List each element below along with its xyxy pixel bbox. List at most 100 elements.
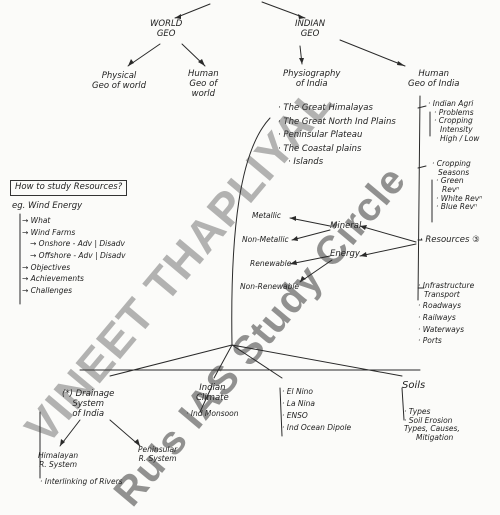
himalayan-line-2: R. System (39, 459, 78, 469)
node-energy: Energy (330, 249, 360, 259)
soil-item: Types, Causes, (404, 424, 460, 434)
bottom-to-drainage (109, 344, 233, 377)
soils-line (401, 387, 405, 421)
bottom-to-climate (213, 344, 233, 379)
season-item: · Cropping (432, 159, 471, 168)
node-human-geo-of-india: Human Geo of India (408, 69, 459, 90)
spine-tick-agri (417, 105, 427, 109)
phenomenon-item: · La Nina (282, 399, 315, 408)
phenomenon-item: · El Nino (282, 387, 314, 396)
infra-item: · Roadways (418, 301, 462, 311)
bottom-to-soils (231, 344, 403, 377)
study-item: → What (22, 216, 51, 225)
physical-line-1: Physical (101, 71, 137, 81)
season-item: · Green (436, 176, 464, 186)
soil-item: · Soil Erosion (404, 415, 453, 425)
mineral-to-nonmetallic (291, 229, 331, 241)
physiography-item: · Islands (288, 157, 324, 168)
node-human-geo-of-world: Human Geo of world (188, 69, 219, 99)
resources-to-energy (359, 243, 417, 257)
study-item: → Objectives (22, 262, 71, 272)
season-item: Seasons (438, 167, 470, 177)
world-geo-line-2: GEO (156, 28, 176, 39)
physiography-item: · Peninsular Plateau (278, 130, 363, 141)
phenomena-list: · El Nino · La Nina · ENSO · Ind Ocean D… (282, 386, 351, 434)
world-human-line-2: Geo of (189, 78, 218, 89)
infra-item: · Infrastructure (418, 281, 475, 290)
study-item: → Offshore - Adv | Disadv (30, 250, 126, 260)
study-item: → Wind Farms (22, 227, 76, 237)
physiography-item: · The Great Himalayas (278, 103, 373, 113)
infra-item: · Waterways (418, 324, 465, 334)
arrowhead-world-human (198, 59, 205, 66)
spine-tick-seasons (417, 165, 427, 169)
node-physical-geo-of-world: Physical Geo of world (92, 71, 147, 92)
physiography-title-1: Physiography (283, 69, 341, 79)
phenomenon-item: · ENSO (282, 411, 308, 420)
peninsular-line-2: R. System (138, 453, 177, 463)
physiography-title-2: of India (295, 78, 328, 89)
physiography-list: · The Great Himalayas · The Great North … (278, 102, 396, 170)
node-drainage-system: (*) Drainage System of India (62, 389, 114, 419)
season-item: · Blue Revⁿ (436, 202, 478, 212)
infrastructure-list: · Infrastructure Transport · Roadways · … (418, 281, 475, 346)
infra-item: Transport (424, 289, 460, 299)
arrowhead-world-geo (175, 14, 181, 19)
arrowhead-renewable (290, 260, 297, 265)
node-non-renewable: Non-Renewable (240, 282, 300, 291)
node-soils: Soils (402, 380, 426, 391)
node-resources: · Resources ③ (420, 235, 480, 245)
node-metallic: Metallic (252, 211, 281, 220)
resources-to-mineral (359, 225, 417, 243)
node-renewable: Renewable (250, 259, 292, 268)
peninsular-line-1: Peninsular (138, 445, 178, 454)
node-non-metallic: Non-Metallic (242, 235, 289, 244)
arrow-to-human-india (339, 39, 406, 67)
bottom-to-phenomena (231, 344, 283, 379)
world-human-line-3: world (191, 88, 216, 99)
soil-item: Mitigation (416, 432, 454, 442)
physiography-item: · The Coastal plains (278, 143, 362, 154)
physical-line-2: Geo of world (92, 80, 147, 91)
node-peninsular-river-system: Peninsular R. System (138, 445, 178, 463)
agri-item: High / Low (440, 133, 480, 143)
indian-geo-line-2: GEO (300, 28, 320, 39)
arrowhead-physical (128, 59, 134, 66)
study-item: → Achievements (22, 274, 84, 284)
arrowhead-himalayan (60, 439, 65, 446)
season-item: Revⁿ (442, 184, 460, 194)
climate-line-1: Indian (199, 383, 226, 393)
arrowhead-indian-geo (298, 14, 305, 19)
himalayan-line-1: Himalayan (38, 451, 79, 460)
physiography-item: · The Great North Ind Plains (278, 116, 396, 127)
node-himalayan-river-system: Himalayan R. System (38, 451, 79, 469)
node-interlinking-rivers: · Interlinking of Rivers (40, 477, 123, 486)
mind-map-connectors (19, 1, 433, 479)
study-items-list: → What → Wind Farms → Onshore - Adv | Di… (22, 215, 126, 296)
indian-agri-list: · Indian Agri · Problems · Cropping Inte… (428, 99, 480, 143)
arrowhead-human-india (397, 61, 405, 66)
human-india-title-1: Human (418, 69, 450, 79)
infra-item: · Railways (418, 312, 456, 322)
study-item: → Onshore - Adv | Disadv (30, 239, 125, 249)
node-mineral: Mineral (330, 221, 362, 231)
cropping-seasons-list: · Cropping Seasons · Green Revⁿ · White … (432, 159, 482, 212)
physiography-to-bottom-curve (231, 117, 271, 346)
energy-to-nonrenewable (299, 259, 333, 283)
infra-item: · Ports (418, 336, 442, 346)
agri-item: · Indian Agri (428, 99, 474, 108)
study-box-title: How to study Resources? (10, 180, 128, 196)
drainage-line-2: System (72, 398, 105, 409)
phenomenon-item: · Ind Ocean Dipole (282, 423, 352, 432)
human-india-spine (417, 95, 421, 301)
climate-line (199, 385, 213, 413)
arrowhead-nonrenewable (300, 276, 306, 282)
climate-line-2: Climate (196, 392, 229, 403)
soils-list: · Types · Soil Erosion Types, Causes, Mi… (404, 407, 460, 443)
arrowhead-mineral (360, 225, 367, 230)
arrowhead-energy (360, 252, 367, 257)
arrowhead-physiography (299, 58, 304, 64)
study-example: eg. Wind Energy (12, 201, 83, 211)
arrowhead-nonmetallic (292, 236, 298, 241)
phenomena-line (279, 387, 283, 437)
